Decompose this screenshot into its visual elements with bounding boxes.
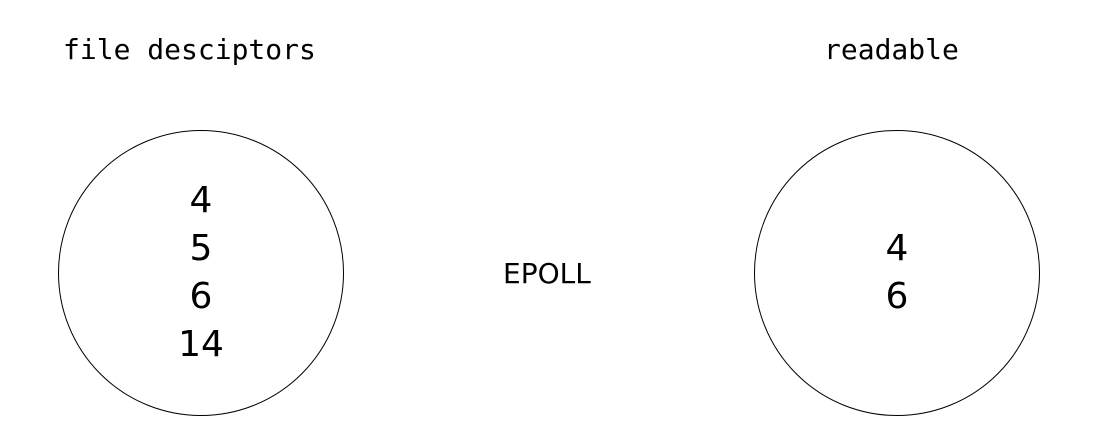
readable-descriptor-item: 6 <box>885 276 909 317</box>
file-descriptors-circle: 4 5 6 14 <box>58 130 344 416</box>
file-descriptor-item: 4 <box>189 180 213 221</box>
file-descriptor-item: 14 <box>178 324 224 365</box>
readable-circle: 4 6 <box>754 130 1040 416</box>
file-descriptors-list: 4 5 6 14 <box>178 177 224 369</box>
file-descriptor-item: 6 <box>189 276 213 317</box>
readable-list: 4 6 <box>886 225 909 321</box>
epoll-label: EPOLL <box>503 257 591 290</box>
file-descriptor-item: 5 <box>189 228 213 269</box>
readable-descriptor-item: 4 <box>885 228 909 269</box>
file-descriptors-heading: file desciptors <box>63 33 316 66</box>
readable-heading: readable <box>824 33 959 66</box>
